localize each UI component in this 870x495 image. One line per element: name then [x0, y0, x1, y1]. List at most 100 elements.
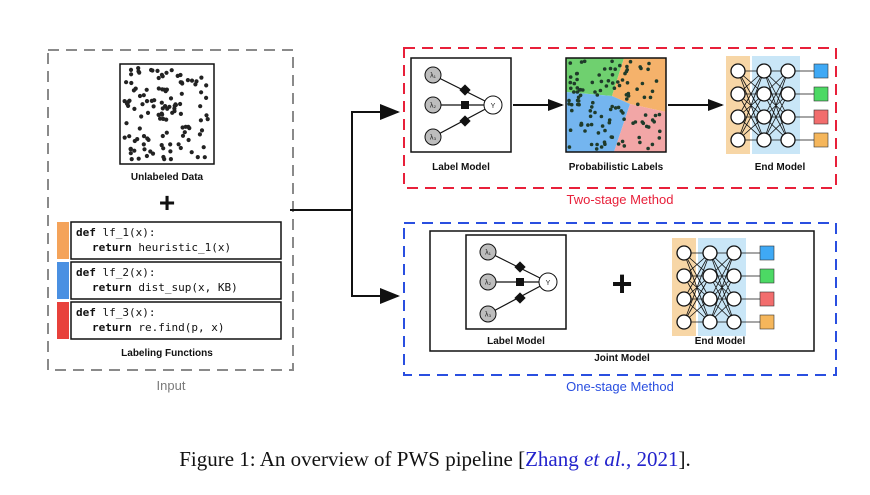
data-point [186, 137, 191, 143]
data-point [189, 150, 194, 155]
lf-color-bar [57, 302, 69, 339]
data-point [610, 73, 615, 77]
data-point [610, 81, 615, 85]
data-point [155, 68, 160, 73]
y-node [483, 95, 503, 115]
network-edge [763, 70, 789, 141]
data-point [179, 91, 184, 96]
network-edge [683, 275, 711, 323]
data-point [593, 90, 597, 94]
network-edge [763, 70, 789, 118]
data-point [575, 102, 580, 107]
factor-square [516, 278, 524, 286]
arrow-to-two-stage [351, 104, 400, 210]
data-point [600, 124, 605, 128]
data-point [569, 102, 574, 107]
data-point [127, 134, 132, 139]
data-point [197, 132, 202, 137]
network-edge [709, 252, 735, 300]
data-point [603, 128, 607, 133]
data-point [625, 97, 629, 101]
probabilistic-labels-plot [565, 57, 667, 153]
data-point [650, 142, 655, 147]
neuron [780, 132, 796, 148]
data-point [593, 110, 597, 115]
lf-color-bar [57, 222, 69, 259]
data-point [594, 147, 599, 151]
data-point [151, 104, 156, 109]
data-point [575, 98, 580, 103]
data-point [636, 102, 640, 107]
data-point [136, 66, 141, 71]
svg-text:def lf_1(x):: def lf_1(x): [76, 226, 155, 239]
lambda-node [424, 128, 442, 146]
neuron [780, 86, 796, 102]
data-point [626, 94, 631, 98]
data-point [122, 99, 127, 104]
data-point [178, 111, 183, 116]
data-point [124, 80, 129, 85]
data-point [185, 78, 190, 83]
lf-signature: lf_1(x): [96, 226, 156, 239]
data-point [599, 79, 604, 84]
data-point [602, 67, 607, 71]
neuron [726, 268, 742, 284]
data-point [588, 114, 593, 119]
output-class-square [813, 109, 829, 125]
data-point [638, 140, 642, 145]
data-point [163, 89, 168, 94]
neuron [756, 132, 772, 148]
data-point [124, 121, 129, 126]
input-plus-sign: + [159, 187, 175, 218]
data-point [570, 108, 574, 113]
end-model-label: End Model [755, 162, 806, 173]
region-pink [614, 104, 666, 152]
data-point [620, 139, 625, 144]
lambda-node-label: λ₃ [485, 312, 492, 319]
data-point [574, 71, 579, 76]
data-point [136, 156, 141, 161]
data-point [635, 87, 639, 91]
data-point [168, 142, 173, 147]
data-point [568, 128, 573, 132]
data-point [128, 151, 133, 156]
data-point [595, 142, 599, 147]
data-point [576, 95, 581, 100]
data-point [133, 86, 138, 91]
lambda-node [479, 243, 497, 261]
output-class-square [759, 291, 775, 307]
y-node-label: Y [546, 280, 551, 287]
data-point [144, 153, 149, 159]
data-point [657, 112, 662, 117]
data-point [591, 100, 595, 105]
data-point [616, 142, 621, 146]
lf-body: heuristic_1(x) [132, 241, 231, 254]
data-point [160, 133, 165, 139]
end-model-network [726, 56, 829, 154]
data-point [202, 155, 207, 160]
data-point [199, 128, 205, 133]
lf-keyword: return [92, 321, 132, 334]
neuron [702, 314, 718, 330]
data-point [205, 117, 210, 122]
data-point [159, 143, 164, 148]
data-point [195, 155, 200, 160]
data-point [613, 67, 617, 71]
network-edge [737, 70, 765, 118]
data-point [168, 149, 173, 154]
data-point [567, 102, 571, 106]
neuron [730, 63, 746, 79]
data-point [128, 67, 134, 72]
data-point [654, 79, 659, 83]
data-point [581, 88, 585, 92]
data-point [158, 116, 163, 121]
data-point [180, 133, 186, 138]
data-point [618, 63, 622, 68]
data-point [569, 86, 573, 91]
data-point [145, 136, 150, 141]
arrow-to-one-stage [351, 210, 400, 304]
data-point [204, 113, 209, 118]
data-point [647, 61, 651, 66]
data-point [164, 130, 169, 135]
network-edge [683, 252, 711, 300]
